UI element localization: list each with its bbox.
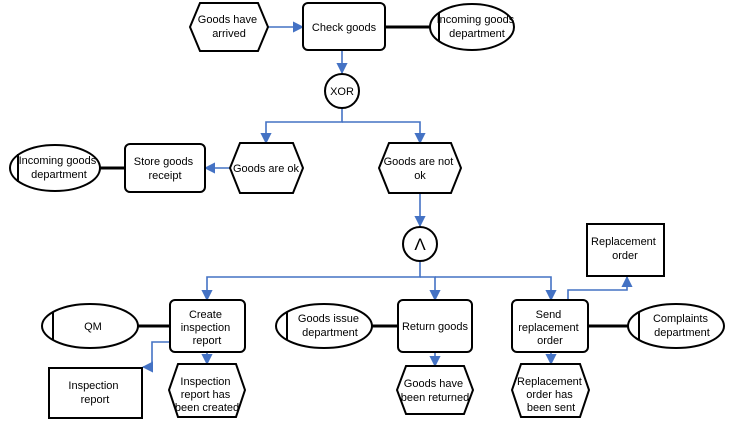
event-label: Goods are not ok [384,156,457,182]
function-label: Store goods receipt [134,156,196,182]
control-flow [141,21,633,373]
function-create-report: Create inspection report [169,299,246,353]
function-label: Return goods [402,321,469,333]
org-label: QM [84,321,102,333]
event-label: Goods are ok [233,163,300,175]
connector-label: XOR [330,86,354,98]
flow-xor-to-ok [260,108,343,145]
org-label: Goods issue department [298,313,362,339]
org-complaints: Complaints department [627,303,725,349]
flow-and-to-send [435,276,557,302]
org-qm: QM [41,303,139,349]
event-label: Goods have been returned [401,378,470,404]
event-goods-returned: Goods have been returned [395,365,475,415]
org-incoming-goods-top: Incoming goods department [429,3,518,51]
org-incoming-goods-left: Incoming goods department [9,144,101,192]
function-return-goods: Return goods [397,299,473,353]
document-label: Inspection report [68,380,121,406]
event-label: Replacement order has been sent [517,376,585,414]
document-replacement-order: Replacement order [586,223,665,277]
org-goods-issue: Goods issue department [275,303,373,349]
org-label: Incoming goods department [19,155,100,181]
flow-xor-to-not-ok [342,121,426,145]
document-inspection-report: Inspection report [48,367,143,419]
org-label: Complaints department [653,313,711,339]
event-goods-arrived: Goods have arrived [188,2,270,52]
function-label: Create inspection report [181,309,234,347]
event-report-created: Inspection report has been created [167,363,247,418]
event-order-sent: Replacement order has been sent [510,363,591,418]
function-check-goods: Check goods [302,2,386,51]
function-label: Send replacement order [518,309,582,347]
function-send-replacement: Send replacement order [511,299,589,353]
flow-and-to-create [201,262,421,302]
org-label: Incoming goods department [437,14,518,40]
connector-xor: XOR [324,73,360,109]
flow-and-to-return [420,276,441,302]
event-label: Inspection report has been created [175,376,239,414]
document-label: Replacement order [591,236,659,262]
flow-send-to-order-doc [567,275,633,300]
org-associations [100,25,628,328]
function-label: Check goods [312,22,377,34]
event-goods-ok: Goods are ok [228,142,305,194]
connector-and: Λ [402,226,438,262]
event-goods-not-ok: Goods are not ok [377,142,463,194]
event-label: Goods have arrived [198,14,260,40]
function-store-receipt: Store goods receipt [124,143,206,193]
connector-label: Λ [414,235,426,254]
flow-create-to-report-doc [141,341,170,373]
